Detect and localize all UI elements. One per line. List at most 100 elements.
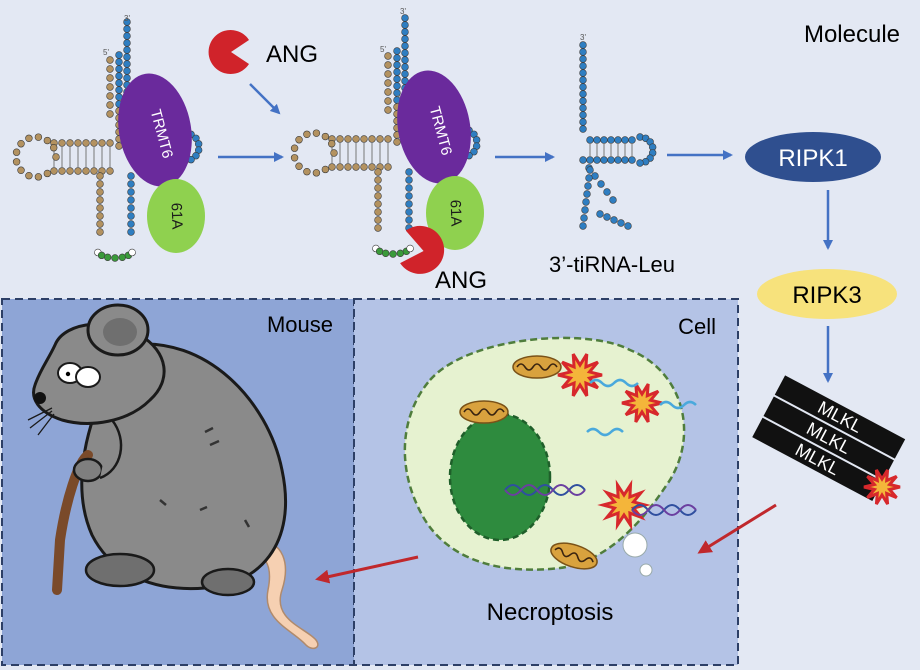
nucleotide [106,83,114,91]
mlkl-bundle: MLKL MLKL MLKL [752,375,906,505]
nucleotide [579,104,587,112]
explosion-icon [597,479,651,531]
nucleotide [336,163,344,171]
nucleotide [123,46,131,54]
nucleotide [374,208,382,216]
mlkl-rod-2 [763,396,894,480]
mouse-hand [72,457,104,483]
nucleotide [90,167,98,175]
nucleotide [25,134,33,142]
nucleotide [295,162,303,170]
nucleotide [579,125,587,133]
nucleotide [115,86,123,94]
mitochondrion-icon [512,355,562,379]
nucleotide [374,176,382,184]
nucleotide [586,166,594,174]
nucleotide [401,70,409,78]
nucleotide [123,60,131,68]
nucleotide [384,97,392,105]
mitochondrion-icon [550,542,598,570]
nucleotide [579,48,587,56]
nucleotide [384,61,392,69]
nucleotide [579,90,587,98]
nucleotide [393,138,401,146]
nucleotide [50,167,58,175]
nucleotide [74,167,82,175]
tail [251,539,319,650]
nucleotide [123,25,131,33]
trmt61a-label-2: 61A [447,199,465,226]
nucleotide [96,204,104,212]
nucleotide [96,228,104,236]
ripk1-label: RIPK1 [778,145,847,172]
nucleotide [111,254,119,262]
trna-structure-1: 3' 5' TRMT6 61A [12,14,205,262]
cell-label: Cell [678,314,716,339]
nucleotide [321,132,330,141]
nucleotide [303,130,311,138]
nucleotide [405,192,413,200]
trna-3prime-label: 3' [124,14,130,23]
explosion-icon [557,353,603,397]
mouse-illustration [27,303,319,650]
tirna-label: 3’-tiRNA-Leu [549,252,675,277]
nucleotide [115,72,123,80]
nucleotide [579,118,587,126]
nucleotide [401,63,409,71]
nucleotide [12,148,21,156]
nucleotide [330,149,338,157]
nucleotide [52,153,60,161]
mouse-label: Mouse [267,312,333,337]
mouse-foot-left [84,552,156,588]
nucleotide [50,144,58,152]
nucleotide [123,32,131,40]
nucleotide [106,65,114,73]
trna-3prime-label-2: 3' [400,7,406,16]
arrow-cell-to-mouse [315,555,419,584]
tirna-structure: 3' 3’-tiRNA-Leu [549,33,675,277]
nucleotide [393,68,401,76]
nucleotide [579,76,587,84]
nucleotide [374,168,382,176]
nucleotide [596,210,604,218]
trna-structure-2: 3' 5' TRMT6 61A ANG [290,7,487,294]
nucleotide [586,136,594,144]
nucleotide [106,101,114,109]
nucleotide [405,216,413,224]
nucleotide [405,168,413,176]
nucleotide [96,172,104,180]
nucleotide [393,54,401,62]
nucleotide [127,220,135,228]
nucleotide [368,163,376,171]
nucleotide [295,136,303,144]
nucleotide [393,89,401,97]
nucleotide [127,172,135,180]
nucleotide [368,135,376,143]
trna-5prime-label: 5' [103,48,109,57]
nucleotide [585,174,593,182]
nucleotide [312,169,321,177]
nucleotide [66,139,74,147]
nucleotide [192,152,200,160]
mouse-foot-right [200,567,256,597]
whiskers [27,407,55,436]
nucleotide [58,139,66,147]
nucleotide [43,169,52,178]
nucleotide [614,156,622,164]
fur-marks [159,426,251,528]
nucleotide [17,166,25,174]
nucleotide [374,184,382,192]
mouse-ear-inner [103,318,137,346]
rna-fragment [589,378,639,388]
nucleotide [376,135,384,143]
nucleotide [401,56,409,64]
nucleotide [123,67,131,75]
ripk3-node [757,269,897,319]
nucleotide [580,214,588,222]
nucleotide [628,136,636,144]
nucleotide [25,172,33,180]
nucleotide [636,159,644,167]
nucleotide [106,139,114,147]
nucleotide [614,136,622,144]
